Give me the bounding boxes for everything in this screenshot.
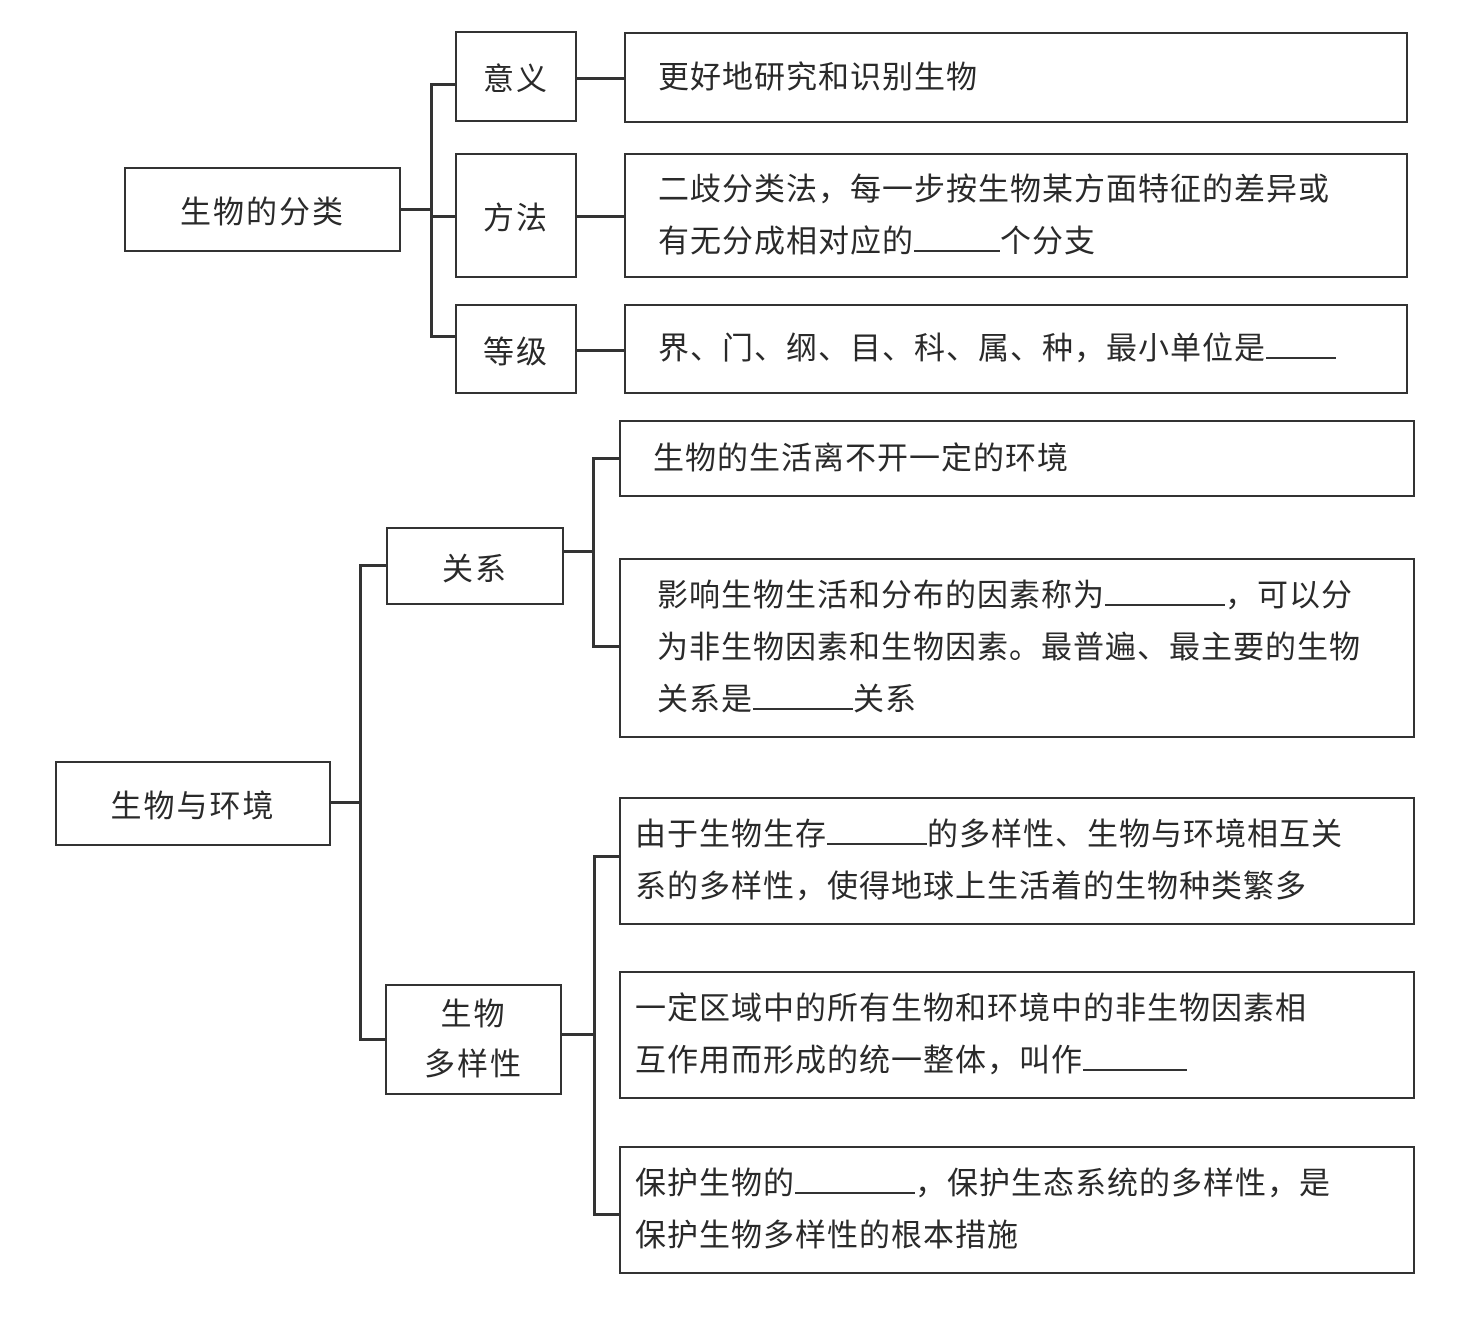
diversity-item-2-text-a: 一定区域中的所有生物和环境中的非生物因素相 [635,991,1307,1027]
relation-node: 关系 [386,527,564,605]
method-label: 方法 [483,201,549,237]
connector [592,457,595,647]
diversity-item-3: 保护生物的 ，保护生态系统的多样性，是 保护生物多样性的根本措施 [619,1146,1415,1274]
relation-label: 关系 [442,551,508,588]
connector [359,1038,387,1041]
connector [577,215,625,218]
diversity-item-3-text-b: ，保护生态系统的多样性，是 [915,1166,1331,1202]
diversity-item-1-text-c: 系的多样性，使得地球上生活着的生物种类繁多 [635,869,1307,905]
connector [593,855,620,858]
blank-field[interactable] [827,813,927,845]
blank-field[interactable] [1083,1039,1187,1071]
relation-item-1: 生物的生活离不开一定的环境 [619,420,1415,497]
connector [592,457,620,460]
relation-item-2-text-d: 关系是 [657,682,753,718]
connector [331,801,361,804]
diversity-item-1-text-a: 由于生物生存 [635,817,827,853]
relation-item-2-text-e: 关系 [853,682,917,718]
connector [430,215,456,218]
connector [592,645,620,648]
meaning-label: 意义 [483,62,549,98]
biodiversity-label-line1: 生物 [440,996,507,1033]
relation-item-2: 影响生物生活和分布的因素称为 ，可以分 为非生物因素和生物因素。最普遍、最主要的生… [619,558,1415,738]
rank-label: 等级 [483,334,549,371]
connector [562,1033,595,1036]
classification-root-node: 生物的分类 [124,167,401,252]
connector [564,550,594,553]
connector [430,83,456,86]
connector [593,1213,620,1216]
diversity-item-2-text-b: 互作用而形成的统一整体，叫作 [635,1043,1083,1079]
environment-root-node: 生物与环境 [55,761,331,846]
method-text-line2-end: 个分支 [1000,223,1096,260]
blank-field[interactable] [795,1162,915,1194]
diversity-item-1-text-b: 的多样性、生物与环境相互关 [927,817,1343,853]
environment-root-label: 生物与环境 [110,789,276,825]
meaning-content: 更好地研究和识别生物 [624,32,1408,123]
diversity-item-1: 由于生物生存 的多样性、生物与环境相互关 系的多样性，使得地球上生活着的生物种类繁… [619,797,1415,925]
connector [401,208,432,211]
classification-root-label: 生物的分类 [180,195,345,231]
diversity-item-3-text-c: 保护生物多样性的根本措施 [635,1218,1019,1254]
method-text-line2: 有无分成相对应的 [658,223,914,260]
blank-field[interactable] [753,678,853,710]
blank-field[interactable] [914,220,1000,252]
relation-item-2-text-c: 为非生物因素和生物因素。最普遍、最主要的生物 [657,630,1361,666]
connector [593,855,596,1215]
connector [577,77,625,80]
meaning-text: 更好地研究和识别生物 [658,59,978,96]
method-node: 方法 [455,153,577,278]
relation-item-2-text-a: 影响生物生活和分布的因素称为 [657,578,1105,614]
biodiversity-label-line2: 多样性 [424,1046,523,1083]
relation-item-2-text-b: ，可以分 [1225,578,1353,614]
diversity-item-3-text-a: 保护生物的 [635,1166,795,1202]
connector [359,564,387,567]
connector [577,349,625,352]
meaning-node: 意义 [455,31,577,122]
diversity-item-2: 一定区域中的所有生物和环境中的非生物因素相 互作用而形成的统一整体，叫作 [619,971,1415,1099]
rank-node: 等级 [455,304,577,394]
connector [430,83,433,337]
method-content: 二歧分类法，每一步按生物某方面特征的差异或 有无分成相对应的 个分支 [624,153,1408,278]
connector [430,335,456,338]
connector [359,564,362,1040]
relation-item-1-text: 生物的生活离不开一定的环境 [653,440,1069,477]
biodiversity-node: 生物 多样性 [385,984,562,1095]
rank-text: 界、门、纲、目、科、属、种，最小单位是 [658,331,1266,367]
blank-field[interactable] [1105,574,1225,606]
rank-content: 界、门、纲、目、科、属、种，最小单位是 [624,304,1408,394]
blank-field[interactable] [1266,327,1336,359]
method-text-line1: 二歧分类法，每一步按生物某方面特征的差异或 [658,171,1330,208]
